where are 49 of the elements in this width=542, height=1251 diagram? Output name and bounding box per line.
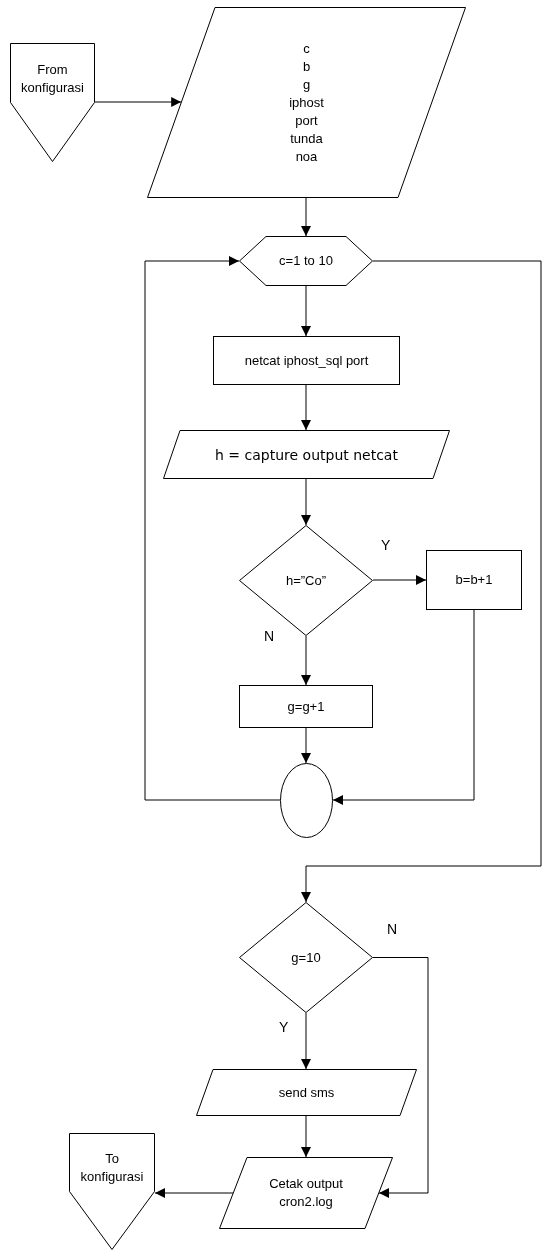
node-text: iphost [289, 93, 324, 112]
arrow [372, 957, 429, 1198]
decision-diamond [239, 902, 373, 1013]
node-text: c [303, 39, 310, 58]
node-text: g [302, 75, 311, 94]
process-box [426, 550, 522, 610]
node-text: noa [295, 147, 318, 166]
node-text: b [302, 57, 311, 76]
node-text: h = capture output netcat [215, 445, 398, 464]
arrow [301, 1012, 311, 1070]
edge-label: Y [380, 537, 392, 553]
node-text: h=”Co” [285, 571, 327, 590]
input-parallelogram [147, 7, 466, 198]
edge-label: N [263, 628, 276, 644]
arrow [94, 97, 182, 107]
node-text: c=1 to 10 [279, 252, 333, 270]
arrow [144, 256, 281, 801]
arrow [372, 575, 427, 585]
io-parallelogram [219, 1157, 393, 1229]
node-text: tunda [290, 129, 323, 148]
node-text: b=b+1 [455, 571, 493, 589]
arrow [154, 1188, 234, 1198]
arrow [301, 478, 311, 526]
arrow [301, 635, 311, 686]
arrow [301, 384, 311, 431]
io-parallelogram [163, 430, 450, 479]
edge-label: Y [278, 1019, 290, 1035]
node-text: To konfigurasi [79, 1150, 145, 1187]
arrow [301, 1115, 311, 1158]
arrow [301, 197, 311, 237]
node-text: port [295, 111, 318, 130]
off-page-connector [69, 1133, 155, 1250]
node-text: send sms [278, 1083, 335, 1102]
arrow [301, 285, 311, 337]
node-text: Cetak output cron2.log [268, 1175, 344, 1211]
connector-circle [280, 763, 333, 838]
node-text: From konfigurasi [20, 60, 85, 97]
node-text: netcat iphost_sql port [244, 351, 369, 370]
io-parallelogram [196, 1069, 417, 1116]
arrow [301, 727, 311, 764]
node-text: g=10 [291, 948, 321, 967]
off-page-connector [10, 43, 95, 162]
loop-hexagon [239, 236, 373, 286]
process-box [213, 336, 400, 385]
process-box [239, 685, 373, 728]
edge-label: N [386, 921, 399, 937]
node-text: g=g+1 [287, 697, 325, 716]
arrow [332, 609, 475, 805]
arrow [301, 260, 542, 903]
